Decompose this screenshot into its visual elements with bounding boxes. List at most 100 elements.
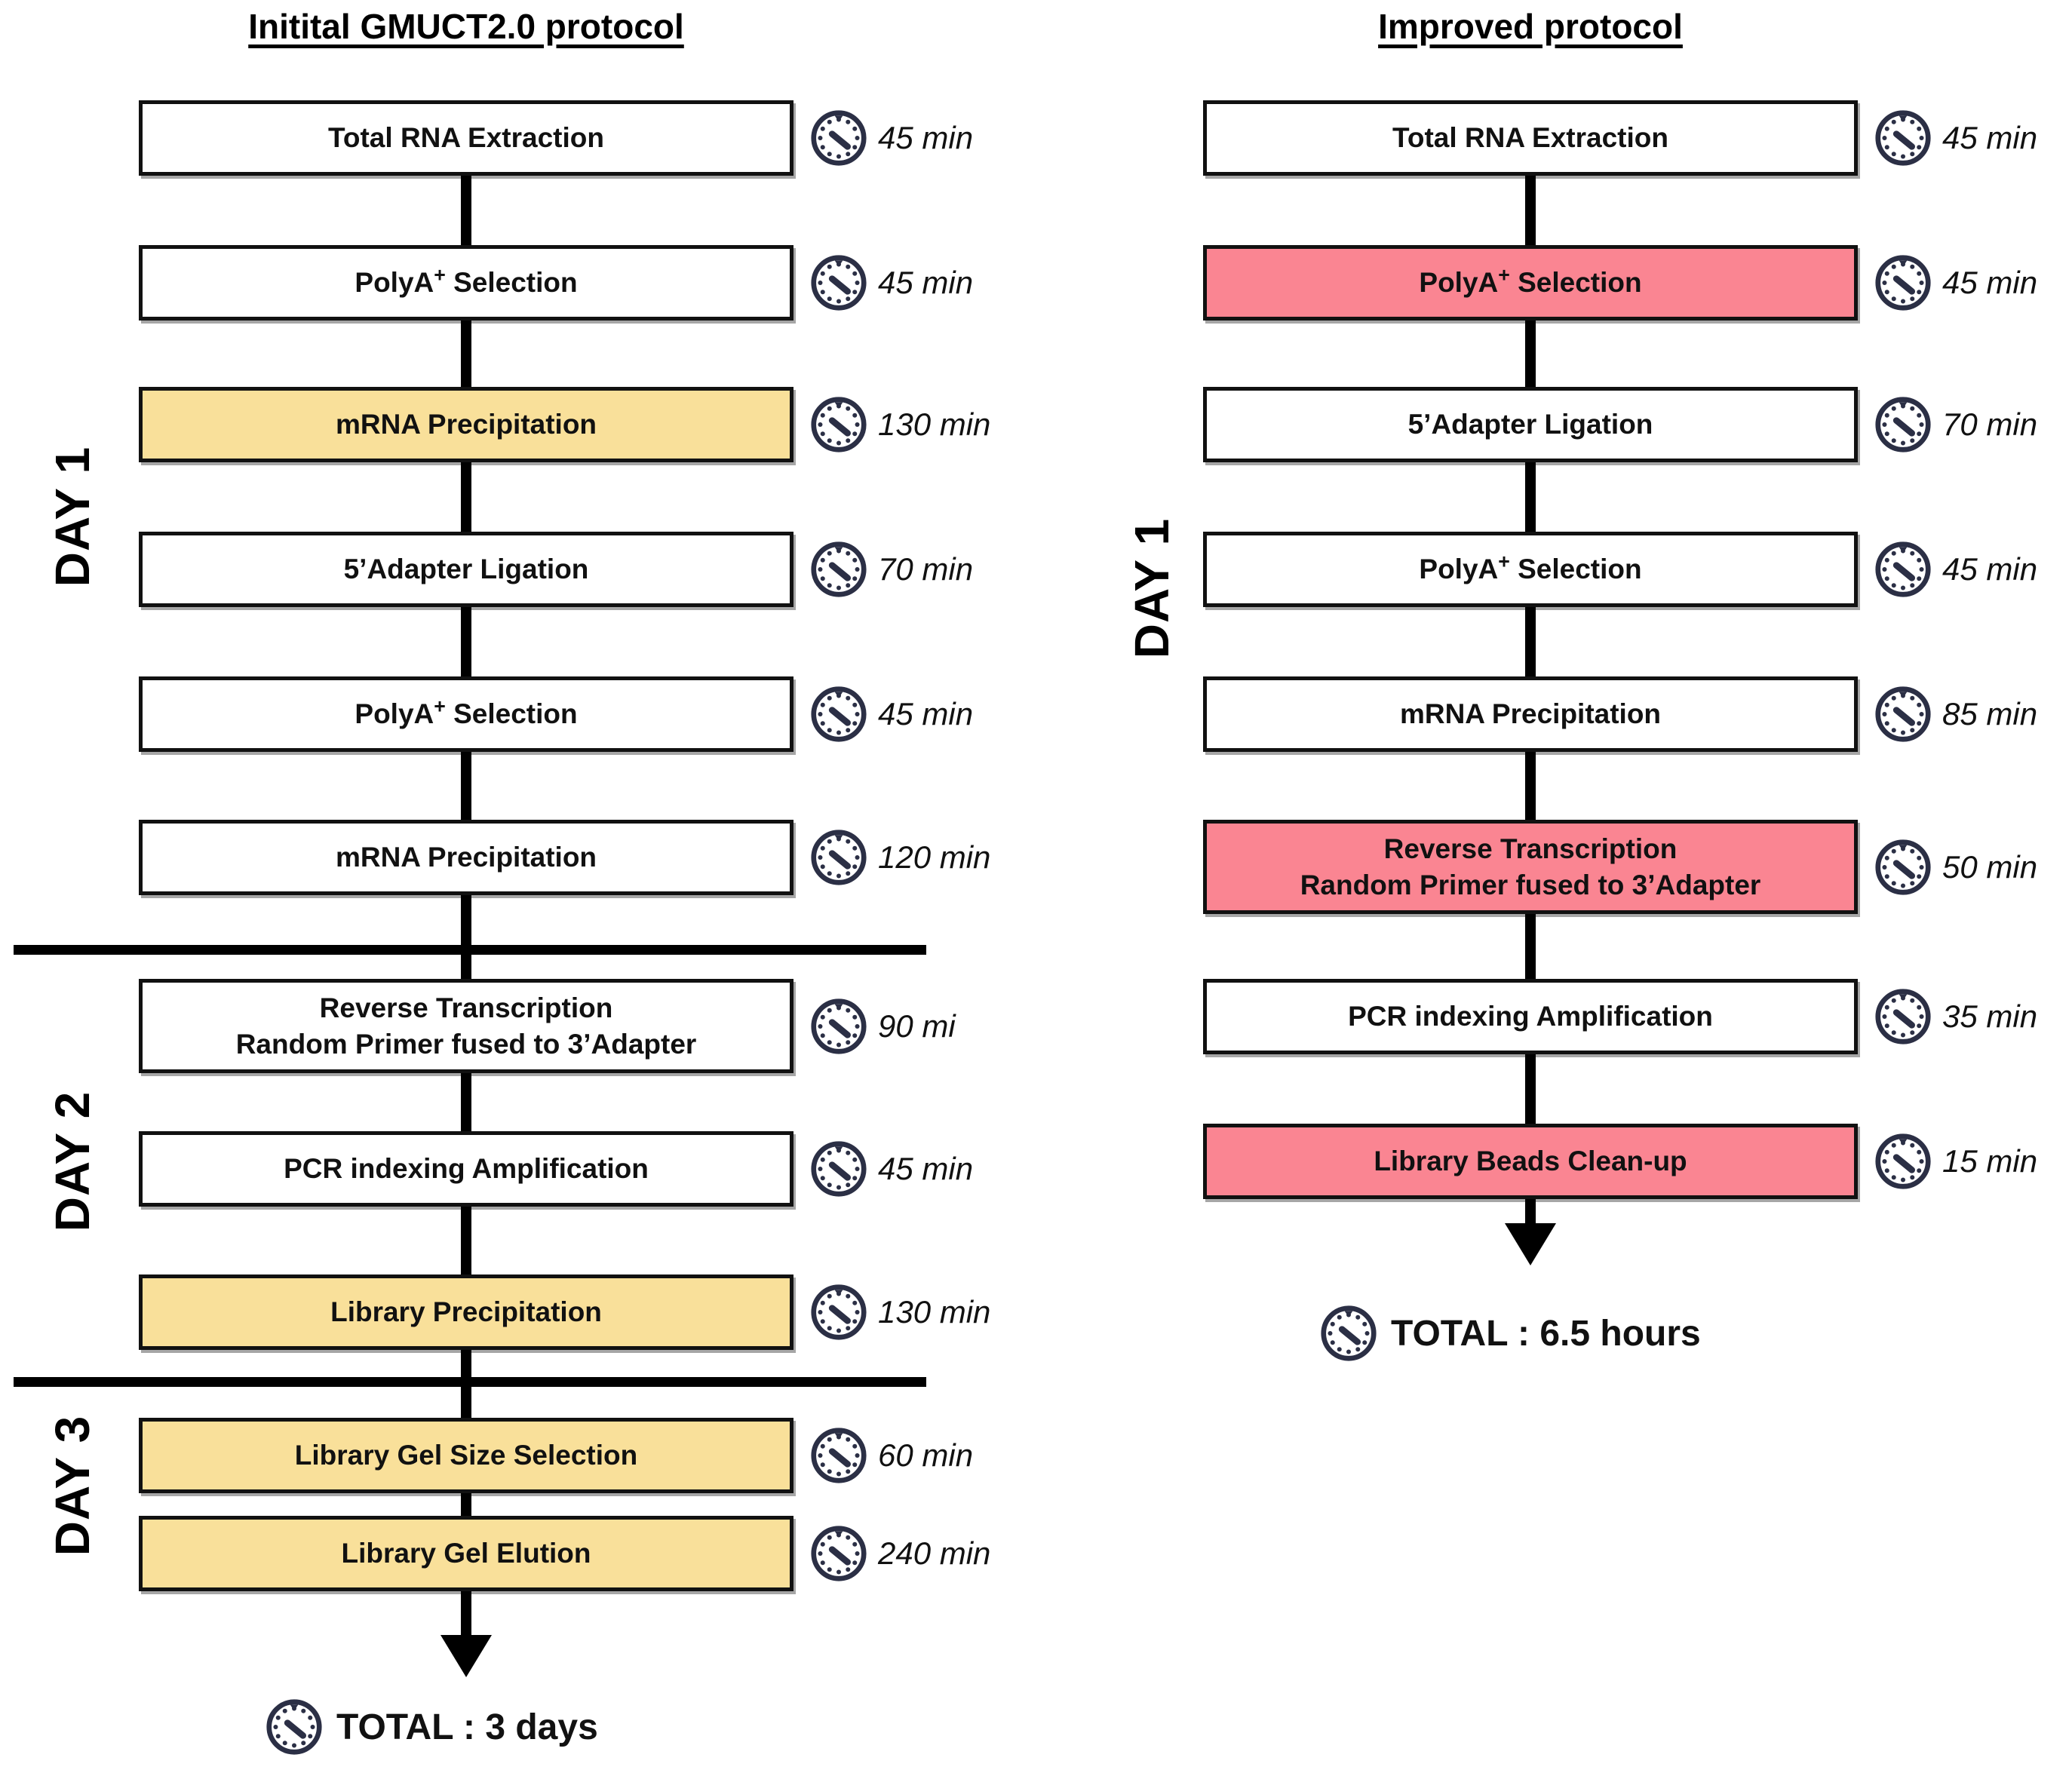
process-step-label: Total RNA Extraction bbox=[1392, 122, 1668, 154]
step-duration: 45 min bbox=[810, 686, 973, 743]
step-duration: 60 min bbox=[810, 1427, 973, 1484]
total-time-row: TOTAL : 6.5 hours bbox=[1320, 1305, 1701, 1362]
process-step-label: Library Gel Elution bbox=[341, 1538, 591, 1569]
process-step-label: mRNA Precipitation bbox=[335, 409, 597, 440]
connector-line bbox=[1525, 911, 1536, 982]
process-step-box[interactable]: mRNA Precipitation bbox=[1203, 676, 1858, 752]
step-duration-label: 70 min bbox=[878, 551, 974, 587]
step-duration: 85 min bbox=[1874, 686, 2037, 743]
clock-icon bbox=[811, 1526, 867, 1581]
step-duration: 45 min bbox=[1874, 541, 2037, 598]
process-step-box[interactable]: PolyA+ Selection bbox=[139, 245, 793, 321]
connector-line bbox=[461, 1490, 471, 1519]
connector-line bbox=[1525, 173, 1536, 248]
connector-line bbox=[461, 749, 471, 823]
clock-icon bbox=[811, 110, 867, 166]
left-column-title: Initital GMUCT2.0 protocol bbox=[248, 7, 684, 46]
process-step-box[interactable]: 5’Adapter Ligation bbox=[139, 532, 793, 607]
total-time-row: TOTAL : 3 days bbox=[266, 1698, 598, 1756]
process-step-box[interactable]: mRNA Precipitation bbox=[139, 387, 793, 462]
process-step-box[interactable]: PolyA+ Selection bbox=[139, 676, 793, 752]
step-duration: 240 min bbox=[810, 1525, 990, 1582]
process-step-box[interactable]: 5’Adapter Ligation bbox=[1203, 387, 1858, 462]
day-separator-1 bbox=[14, 945, 926, 955]
step-duration-label: 45 min bbox=[1942, 120, 2038, 155]
connector-line bbox=[461, 1070, 471, 1134]
connector-line bbox=[461, 173, 471, 248]
step-duration: 45 min bbox=[810, 109, 973, 167]
step-duration-label: 130 min bbox=[878, 406, 991, 442]
step-duration: 130 min bbox=[810, 396, 990, 453]
clock-icon bbox=[1875, 110, 1931, 166]
process-step-box[interactable]: PolyA+ Selection bbox=[1203, 532, 1858, 607]
process-step-box[interactable]: Library Gel Size Selection bbox=[139, 1418, 793, 1493]
step-duration: 45 min bbox=[810, 254, 973, 311]
clock-icon bbox=[811, 1141, 867, 1197]
step-duration-label: 45 min bbox=[1942, 551, 2038, 587]
process-step-label: PolyA+ Selection bbox=[1419, 550, 1642, 585]
process-step-box[interactable]: Library Beads Clean-up bbox=[1203, 1124, 1858, 1199]
clock-icon bbox=[811, 998, 867, 1054]
step-duration-label: 45 min bbox=[878, 696, 974, 732]
process-step-label: PCR indexing Amplification bbox=[284, 1153, 649, 1185]
process-step-box[interactable]: Library Gel Elution bbox=[139, 1516, 793, 1591]
clock-icon bbox=[1875, 541, 1931, 597]
clock-icon bbox=[811, 541, 867, 597]
step-duration: 45 min bbox=[810, 1140, 973, 1198]
step-duration: 50 min bbox=[1874, 839, 2037, 896]
step-duration: 15 min bbox=[1874, 1133, 2037, 1190]
process-step-box[interactable]: Library Precipitation bbox=[139, 1274, 793, 1350]
process-step-box[interactable]: Total RNA Extraction bbox=[139, 100, 793, 176]
connector-line bbox=[461, 459, 471, 535]
connector-line bbox=[1525, 1051, 1536, 1127]
step-duration-label: 45 min bbox=[1942, 265, 2038, 300]
final-connector-line bbox=[461, 1588, 471, 1636]
connector-line bbox=[1525, 459, 1536, 535]
step-duration: 70 min bbox=[1874, 396, 2037, 453]
step-duration-label: 50 min bbox=[1942, 848, 2038, 885]
connector-line bbox=[461, 892, 471, 982]
process-step-label: mRNA Precipitation bbox=[335, 842, 597, 873]
step-duration-label: 130 min bbox=[878, 1294, 991, 1330]
clock-icon bbox=[811, 686, 867, 742]
clock-icon bbox=[1875, 255, 1931, 311]
process-step-box[interactable]: PCR indexing Amplification bbox=[1203, 979, 1858, 1054]
step-duration-label: 60 min bbox=[878, 1437, 974, 1473]
clock-icon bbox=[811, 1428, 867, 1483]
step-duration-label: 45 min bbox=[878, 265, 974, 300]
process-step-label: Library Beads Clean-up bbox=[1374, 1146, 1687, 1177]
day-label-3: DAY 3 bbox=[45, 1415, 100, 1557]
total-time-label: TOTAL : 6.5 hours bbox=[1391, 1313, 1701, 1354]
process-step-label: mRNA Precipitation bbox=[1399, 698, 1662, 730]
step-duration-label: 45 min bbox=[878, 120, 974, 155]
step-duration-label: 35 min bbox=[1942, 998, 2038, 1034]
clock-icon bbox=[266, 1699, 322, 1755]
step-duration-label: 70 min bbox=[1942, 406, 2038, 442]
step-duration-label: 120 min bbox=[878, 839, 991, 875]
clock-icon bbox=[811, 830, 867, 885]
step-duration-label: 240 min bbox=[878, 1535, 991, 1571]
day-label-1: DAY 1 bbox=[45, 446, 100, 587]
process-step-box[interactable]: Total RNA Extraction bbox=[1203, 100, 1858, 176]
step-duration-label: 45 min bbox=[878, 1151, 974, 1186]
process-step-box[interactable]: PCR indexing Amplification bbox=[139, 1131, 793, 1207]
process-step-label: 5’Adapter Ligation bbox=[1407, 409, 1653, 440]
step-duration: 45 min bbox=[1874, 254, 2037, 311]
clock-icon bbox=[1875, 1133, 1931, 1189]
process-step-label: Library Gel Size Selection bbox=[294, 1440, 638, 1471]
process-step-box[interactable]: mRNA Precipitation bbox=[139, 820, 793, 895]
connector-line bbox=[1525, 604, 1536, 679]
clock-icon bbox=[1321, 1305, 1377, 1361]
connector-line bbox=[461, 604, 471, 679]
clock-icon bbox=[1875, 989, 1931, 1044]
process-step-label: 5’Adapter Ligation bbox=[343, 554, 589, 585]
process-step-box[interactable]: PolyA+ Selection bbox=[1203, 245, 1858, 321]
process-step-label: Total RNA Extraction bbox=[328, 122, 604, 154]
process-step-label: PolyA+ Selection bbox=[355, 263, 578, 299]
step-duration-label: 90 mi bbox=[878, 1008, 956, 1044]
step-duration: 120 min bbox=[810, 829, 990, 886]
